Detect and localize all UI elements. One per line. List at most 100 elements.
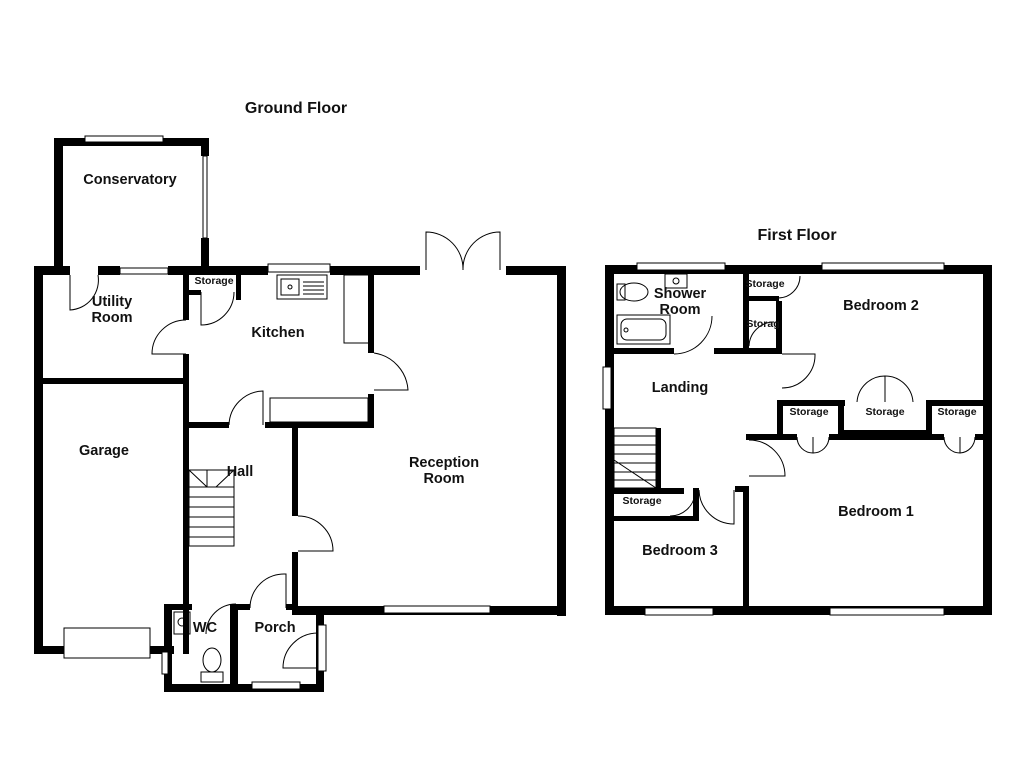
- front-door: [282, 632, 319, 669]
- room-label-storage-a: Storage: [789, 406, 828, 418]
- room-label-utility: Utility: [92, 294, 132, 310]
- first-floor-plan: First Floor Shower Room Storage Storag B…: [602, 227, 992, 616]
- ground-floor-plan: Ground Floor Conservatory Utility Room S…: [34, 100, 566, 692]
- wall: [743, 274, 749, 354]
- wc-door: [205, 603, 237, 635]
- bedroom3-door: [698, 489, 735, 525]
- wall: [605, 265, 991, 274]
- room-label-hall: Hall: [227, 464, 254, 480]
- storage-door: [200, 291, 235, 326]
- room-label-reception: Reception: [409, 455, 479, 471]
- toilet: [619, 282, 649, 302]
- storage-door: [959, 436, 976, 454]
- storage-door: [812, 436, 830, 454]
- wall: [614, 488, 684, 494]
- wall: [183, 384, 189, 654]
- wall: [238, 604, 250, 610]
- sink: [276, 274, 328, 300]
- room-label-storage-b: Storage: [865, 406, 904, 418]
- wall: [189, 422, 229, 428]
- wall: [777, 400, 845, 406]
- wall: [506, 266, 566, 275]
- wall: [54, 138, 63, 275]
- window: [119, 267, 169, 275]
- room-label-conservatory: Conservatory: [83, 172, 176, 188]
- room-label-reception-room: Room: [423, 471, 464, 487]
- wall: [330, 266, 420, 275]
- utility-door: [151, 319, 187, 355]
- wall: [746, 434, 797, 440]
- room-label-storage-top: Storage: [745, 278, 784, 290]
- wall: [714, 348, 749, 354]
- wall: [614, 348, 674, 354]
- bedroom1-door: [748, 439, 786, 477]
- sink-bowl: [280, 278, 300, 296]
- wall: [605, 265, 614, 615]
- wall: [829, 434, 944, 440]
- window: [317, 624, 327, 672]
- wall: [749, 296, 779, 301]
- room-label-bedroom2: Bedroom 2: [843, 298, 919, 314]
- wall: [693, 488, 699, 521]
- wall: [605, 606, 992, 615]
- wall: [164, 604, 192, 610]
- wall: [975, 434, 984, 440]
- window: [636, 262, 726, 271]
- wall: [368, 394, 374, 427]
- wall: [930, 400, 984, 406]
- wall: [183, 354, 189, 384]
- room-label-storage-c: Storage: [937, 406, 976, 418]
- kitchen-door: [228, 390, 264, 426]
- window: [644, 607, 714, 616]
- cupboard: [343, 274, 370, 344]
- wall: [838, 430, 932, 436]
- conservatory-door: [69, 274, 99, 311]
- room-label-storage-mid: Storag: [746, 318, 779, 330]
- wall: [183, 275, 189, 320]
- window: [251, 681, 301, 690]
- reception-door: [373, 352, 409, 391]
- window: [84, 135, 164, 143]
- wall: [983, 265, 992, 615]
- wall: [236, 275, 241, 300]
- hall-door: [297, 515, 334, 552]
- room-label-bedroom3: Bedroom 3: [642, 543, 718, 559]
- wall: [164, 604, 172, 692]
- sliding-door: [202, 155, 208, 239]
- wall: [656, 428, 661, 490]
- room-label-storage: Storage: [194, 275, 233, 287]
- garage-door: [63, 627, 151, 659]
- basin: [173, 611, 191, 635]
- room-label-kitchen: Kitchen: [251, 325, 304, 341]
- wall: [292, 552, 298, 612]
- storage-door: [796, 436, 814, 454]
- wall: [189, 290, 201, 295]
- shower-tray: [616, 314, 671, 345]
- wall: [230, 604, 238, 684]
- basin: [664, 273, 688, 289]
- wall: [34, 378, 189, 384]
- window: [383, 605, 491, 614]
- room-label-shower: Shower: [654, 286, 707, 302]
- wall: [777, 400, 783, 434]
- wall: [286, 604, 298, 610]
- storage-door: [856, 375, 886, 403]
- first-floor-title: First Floor: [757, 227, 836, 244]
- stairs: [188, 469, 235, 547]
- wall: [292, 428, 298, 516]
- porch-inner-door: [249, 573, 287, 609]
- french-door-left: [425, 231, 464, 271]
- toilet: [202, 647, 222, 673]
- wall: [735, 486, 749, 492]
- storage-door: [669, 493, 696, 517]
- wall: [201, 238, 209, 275]
- wall: [749, 348, 782, 354]
- wall: [838, 400, 844, 436]
- room-label-landing: Landing: [652, 380, 708, 396]
- room-label-utility-room: Room: [91, 310, 132, 326]
- wall: [168, 266, 268, 275]
- storage-door: [884, 375, 914, 403]
- wall: [98, 266, 120, 275]
- room-label-bedroom1: Bedroom 1: [838, 504, 914, 520]
